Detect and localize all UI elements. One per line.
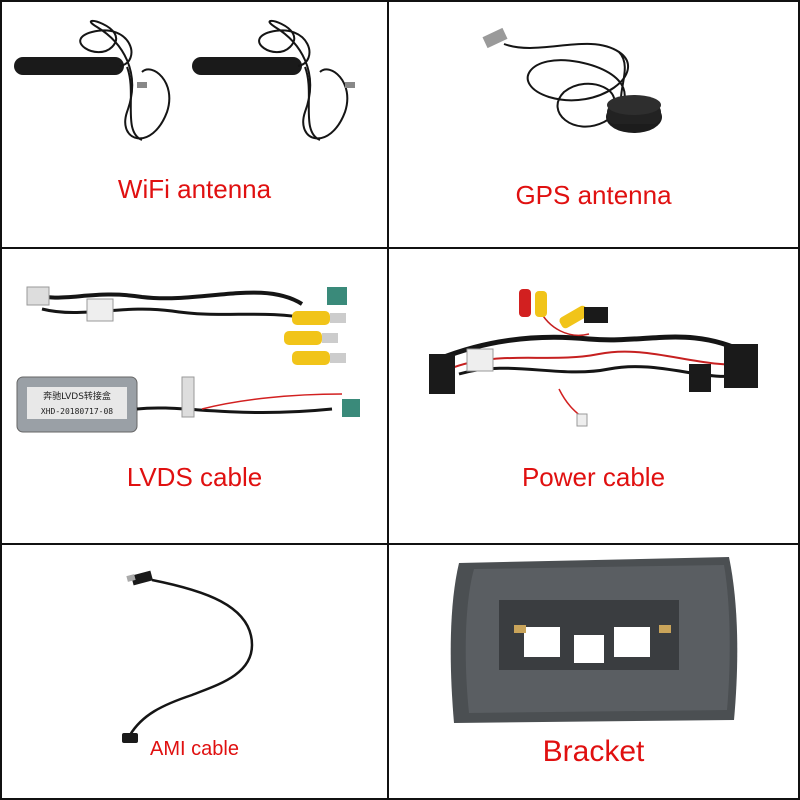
item-label: Power cable (521, 462, 666, 492)
power-cable-image (429, 289, 758, 427)
ami-cable-image (122, 570, 254, 743)
item-label: AMI cable (150, 738, 239, 760)
item-label: Bracket (542, 735, 645, 768)
wifi-antenna-image (14, 19, 355, 141)
lvds-box-text: 奔驰LVDS转接盒 (43, 390, 111, 402)
item-label: GPS antenna (515, 180, 672, 210)
lvds-box-code: XHD-20180717-08 (41, 407, 113, 416)
gps-antenna-image (482, 27, 662, 133)
cell-ami-cable: AMI cable (0, 543, 389, 800)
cell-lvds-cable: 奔驰LVDS转接盒 XHD-20180717-08 LVDS cable (0, 247, 389, 545)
cell-gps-antenna: GPS antenna (387, 0, 800, 249)
bracket-image (450, 557, 738, 723)
item-label: WiFi antenna (117, 174, 272, 204)
cell-wifi-antenna: WiFi antenna (0, 0, 389, 249)
cell-bracket: Bracket (387, 543, 800, 800)
lvds-cable-image: 奔驰LVDS转接盒 XHD-20180717-08 (16, 286, 360, 433)
cell-power-cable: Power cable (387, 247, 800, 545)
item-label: LVDS cable (126, 462, 263, 492)
